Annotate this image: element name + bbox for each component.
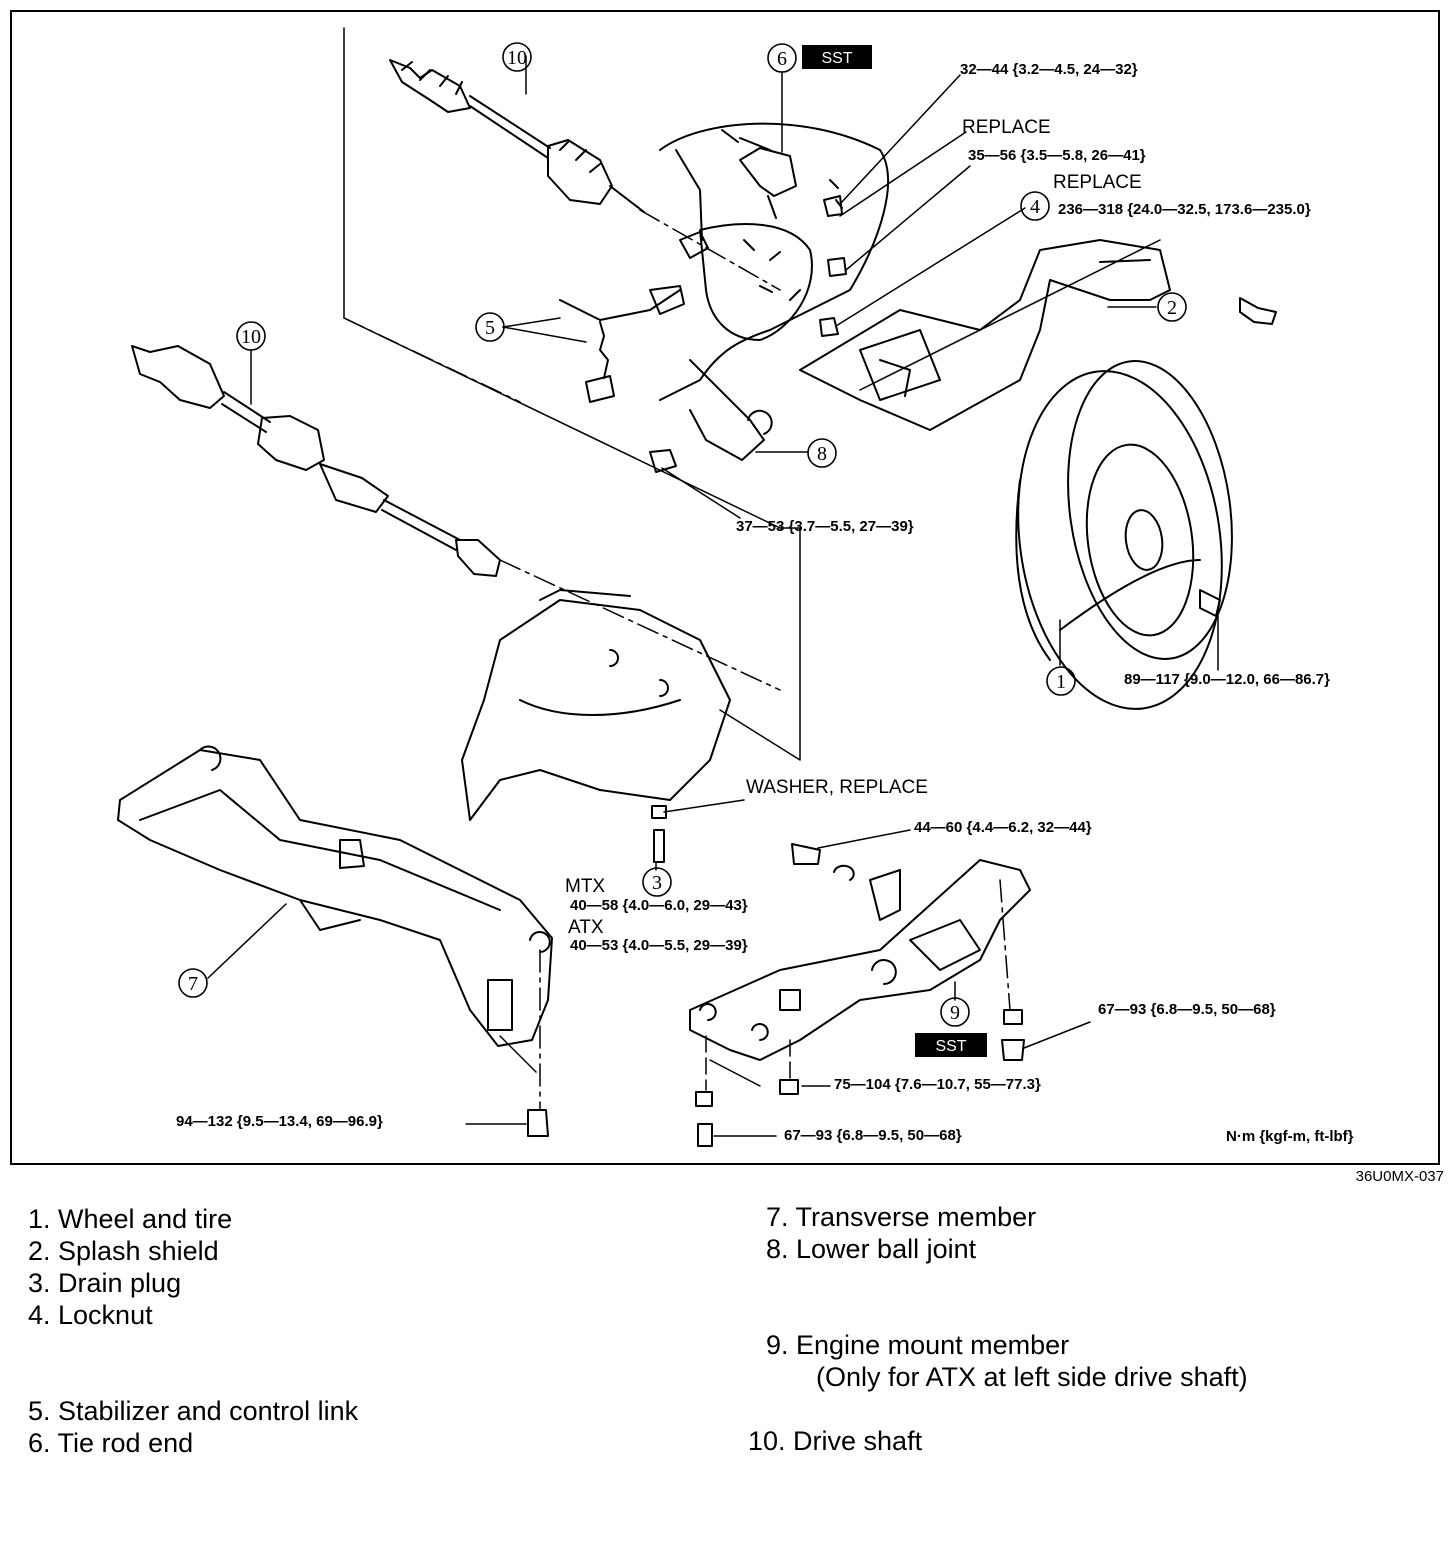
callout-4: 4	[1030, 196, 1040, 218]
drive-shaft-lower	[131, 345, 501, 577]
note-mtx: MTX	[565, 876, 605, 897]
torque-stabilizer: 35—56 {3.5—5.8, 26—41}	[968, 147, 1146, 164]
torque-engine-mount-bolt-b: 75—104 {7.6—10.7, 55—77.3}	[834, 1076, 1041, 1093]
figure-code: 36U0MX-037	[1355, 1168, 1444, 1185]
legend-item: 10. Drive shaft	[748, 1426, 923, 1456]
legend-item: 5. Stabilizer and control link	[28, 1396, 359, 1426]
torque-drain-plug-atx: 40—53 {4.0—5.5, 29—39}	[570, 937, 748, 954]
torque-engine-mount-nut-c: 67—93 {6.8—9.5, 50—68}	[784, 1127, 962, 1144]
callout-2: 2	[1167, 297, 1177, 319]
legend-item: (Only for ATX at left side drive shaft)	[816, 1362, 1248, 1392]
callout-3: 3	[652, 872, 662, 894]
torque-drain-plug-mtx: 40—58 {4.0—6.0, 29—43}	[570, 897, 748, 914]
legend-left: 1. Wheel and tire 2. Splash shield 3. Dr…	[28, 1203, 358, 1459]
splash-shield	[799, 239, 1171, 431]
engine-mount-member	[689, 859, 1031, 1061]
torque-engine-mount-nut-a: 67—93 {6.8—9.5, 50—68}	[1098, 1001, 1276, 1018]
callout-10-upper: 10	[507, 47, 527, 69]
transverse-member	[117, 745, 553, 1047]
sst-box-lower: SST	[915, 1033, 987, 1057]
callout-8: 8	[817, 443, 827, 465]
drive-shaft-upper	[389, 59, 645, 213]
callout-1: 1	[1056, 671, 1066, 693]
torque-tie-rod-end: 32—44 {3.2—4.5, 24—32}	[960, 61, 1138, 78]
torque-lower-ball-joint: 37—53 {3.7—5.5, 27—39}	[736, 518, 914, 535]
transmission	[461, 589, 731, 821]
torque-locknut: 236—318 {24.0—32.5, 173.6—235.0}	[1058, 201, 1311, 218]
legend-item: 3. Drain plug	[28, 1268, 182, 1298]
knuckle-assembly	[659, 122, 889, 461]
wheel-and-tire	[1015, 360, 1233, 710]
legend-item: 4. Locknut	[28, 1300, 153, 1330]
svg-text:SST: SST	[821, 50, 852, 67]
callout-circles	[178, 42, 1187, 1027]
note-atx: ATX	[568, 917, 604, 938]
leader-lines	[207, 55, 1219, 1137]
note-replace-locknut: REPLACE	[1053, 172, 1142, 193]
legend-item: 7. Transverse member	[766, 1202, 1037, 1232]
callout-10-lower: 10	[241, 326, 261, 348]
callout-7: 7	[188, 973, 198, 995]
torque-transverse-member: 94—132 {9.5—13.4, 69—96.9}	[176, 1113, 383, 1130]
legend-item: 9. Engine mount member	[766, 1330, 1070, 1360]
torque-splash-shield-bolt: 44—60 {4.4—6.2, 32—44}	[914, 819, 1092, 836]
sst-box-upper: SST	[802, 45, 872, 69]
svg-text:SST: SST	[935, 1038, 966, 1055]
legend-item: 2. Splash shield	[28, 1236, 219, 1266]
torque-wheel-nut: 89—117 {9.0—12.0, 66—86.7}	[1124, 671, 1330, 688]
torque-units: N·m {kgf-m, ft-lbf}	[1226, 1128, 1354, 1145]
callout-5: 5	[485, 317, 495, 339]
legend-item: 1. Wheel and tire	[28, 1204, 233, 1234]
diagram-frame	[10, 10, 1440, 1165]
callout-9: 9	[950, 1002, 960, 1024]
exploded-view-diagram: SST SST 1 2 3 4 5 6 7 8 9 10 10 REPLACE …	[117, 27, 1354, 1147]
legend-item: 6. Tie rod end	[28, 1428, 194, 1458]
legend-item: 8. Lower ball joint	[766, 1234, 977, 1264]
note-washer-replace: WASHER, REPLACE	[746, 777, 928, 798]
stabilizer-link	[559, 285, 685, 403]
callout-6: 6	[777, 48, 787, 70]
legend-right: 7. Transverse member 8. Lower ball joint…	[748, 1201, 1248, 1457]
note-replace-stabilizer-nut: REPLACE	[962, 117, 1051, 138]
assembly-lines	[343, 27, 1161, 1111]
